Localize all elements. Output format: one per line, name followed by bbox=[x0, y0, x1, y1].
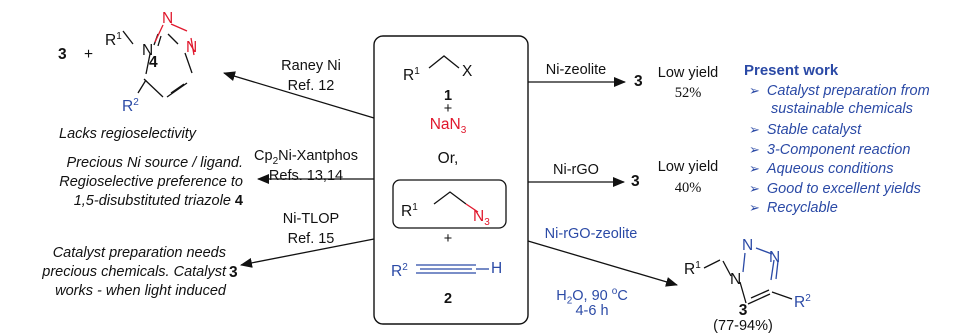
arrow-ni-rgo-zeolite bbox=[527, 240, 678, 287]
triazole-14-r1: R1 bbox=[684, 260, 701, 279]
arrow-ni-tlop bbox=[240, 238, 375, 268]
arrow-raney-ni bbox=[223, 71, 375, 119]
present-work-title: Present work bbox=[744, 62, 839, 79]
sodium-azide: NaN3 bbox=[429, 116, 467, 137]
mid-left-comment-2: Regioselective preference to bbox=[59, 174, 243, 190]
azide-bonds bbox=[433, 191, 467, 205]
triazole-14-n2: N bbox=[742, 237, 754, 254]
azide-r1: R1 bbox=[401, 202, 418, 221]
bottom-right-product-3: 3 bbox=[738, 302, 748, 319]
present-work-item: ➢Stable catalyst bbox=[749, 122, 862, 138]
conditions-time: 4-6 h bbox=[575, 303, 609, 319]
ni-tlop-ref: Ref. 15 bbox=[287, 231, 335, 247]
triazole-15-n3: N bbox=[186, 39, 198, 56]
present-work-item-continuation: sustainable chemicals bbox=[771, 101, 913, 117]
present-work-item: ➢Recyclable bbox=[749, 200, 838, 216]
top-left-product-4: 4 bbox=[149, 54, 158, 71]
top-right-product-3: 3 bbox=[634, 73, 643, 90]
ni-rgo-label: Ni-rGO bbox=[553, 162, 599, 178]
top-left-plus: + bbox=[84, 46, 94, 63]
conditions-solvent-temp: H2O, 90 oC bbox=[556, 286, 628, 307]
triazole-14-n1: N bbox=[730, 271, 742, 288]
reactant-box bbox=[373, 35, 529, 325]
alkyne-h: H bbox=[491, 260, 503, 277]
top-right-yield-value: 52% bbox=[674, 85, 702, 101]
ni-tlop-label: Ni-TLOP bbox=[282, 211, 340, 227]
mid-right-product-3: 3 bbox=[631, 173, 640, 190]
alkyne-r2: R2 bbox=[391, 262, 408, 281]
top-left-comment: Lacks regioselectivity bbox=[59, 126, 196, 142]
mid-right-yield-label: Low yield bbox=[657, 159, 719, 175]
mid-right-yield-value: 40% bbox=[674, 180, 702, 196]
azide-group: N3 bbox=[473, 208, 490, 229]
reactant1-x: X bbox=[462, 63, 473, 80]
triazole-15-n2: N bbox=[162, 10, 174, 27]
triazole-15-ring-red bbox=[154, 23, 195, 56]
plus-sign-2: + bbox=[443, 231, 453, 247]
present-work-item: ➢Good to excellent yields bbox=[749, 181, 921, 197]
triazole-14-n3: N bbox=[769, 249, 781, 266]
mid-left-comment-3: 1,5-disubstituted triazole 4 bbox=[73, 193, 243, 209]
present-work-item: ➢Aqueous conditions bbox=[749, 161, 894, 177]
present-work-item: ➢Catalyst preparation from bbox=[749, 83, 930, 99]
top-left-product-3: 3 bbox=[58, 46, 67, 63]
or-label: Or, bbox=[437, 150, 459, 167]
bottom-left-comment-1: Catalyst preparation needs bbox=[52, 245, 226, 261]
cp2ni-ref: Refs. 13,14 bbox=[268, 168, 344, 184]
reactant1-bonds bbox=[428, 55, 460, 69]
bottom-left-comment-2: precious chemicals. Catalyst bbox=[42, 264, 226, 280]
reactant1-r1: R1 bbox=[403, 66, 420, 85]
bottom-right-yield-range: (77-94%) bbox=[713, 318, 773, 334]
mid-left-comment-1: Precious Ni source / ligand. bbox=[66, 155, 244, 171]
reactant1-number: 1 bbox=[443, 88, 453, 104]
ni-rgo-zeolite-label: Ni-rGO-zeolite bbox=[544, 226, 638, 242]
triazole-14-structure bbox=[703, 259, 793, 305]
raney-ni-ref: Ref. 12 bbox=[287, 78, 335, 94]
triazole-15-r1: R1 bbox=[105, 31, 122, 50]
bottom-left-product-3: 3 bbox=[229, 264, 238, 281]
triazole-14-ring-red bbox=[742, 247, 779, 281]
present-work-item: ➢3-Component reaction bbox=[749, 142, 911, 158]
triazole-15-r2: R2 bbox=[122, 97, 139, 116]
bottom-left-comment-3: works - when light induced bbox=[55, 283, 226, 299]
ni-zeolite-label: Ni-zeolite bbox=[545, 62, 607, 78]
triazole-14-r2: R2 bbox=[794, 293, 811, 312]
triazole-15-n1: N bbox=[142, 42, 154, 59]
azide-bracket bbox=[392, 179, 507, 229]
raney-ni-label: Raney Ni bbox=[281, 58, 341, 74]
reactant2-number: 2 bbox=[443, 291, 453, 307]
plus-sign-1: + bbox=[443, 101, 453, 117]
top-right-yield-label: Low yield bbox=[657, 65, 719, 81]
cp2ni-label: Cp2Ni-Xantphos bbox=[254, 148, 358, 167]
azide-bond-red bbox=[465, 203, 479, 213]
